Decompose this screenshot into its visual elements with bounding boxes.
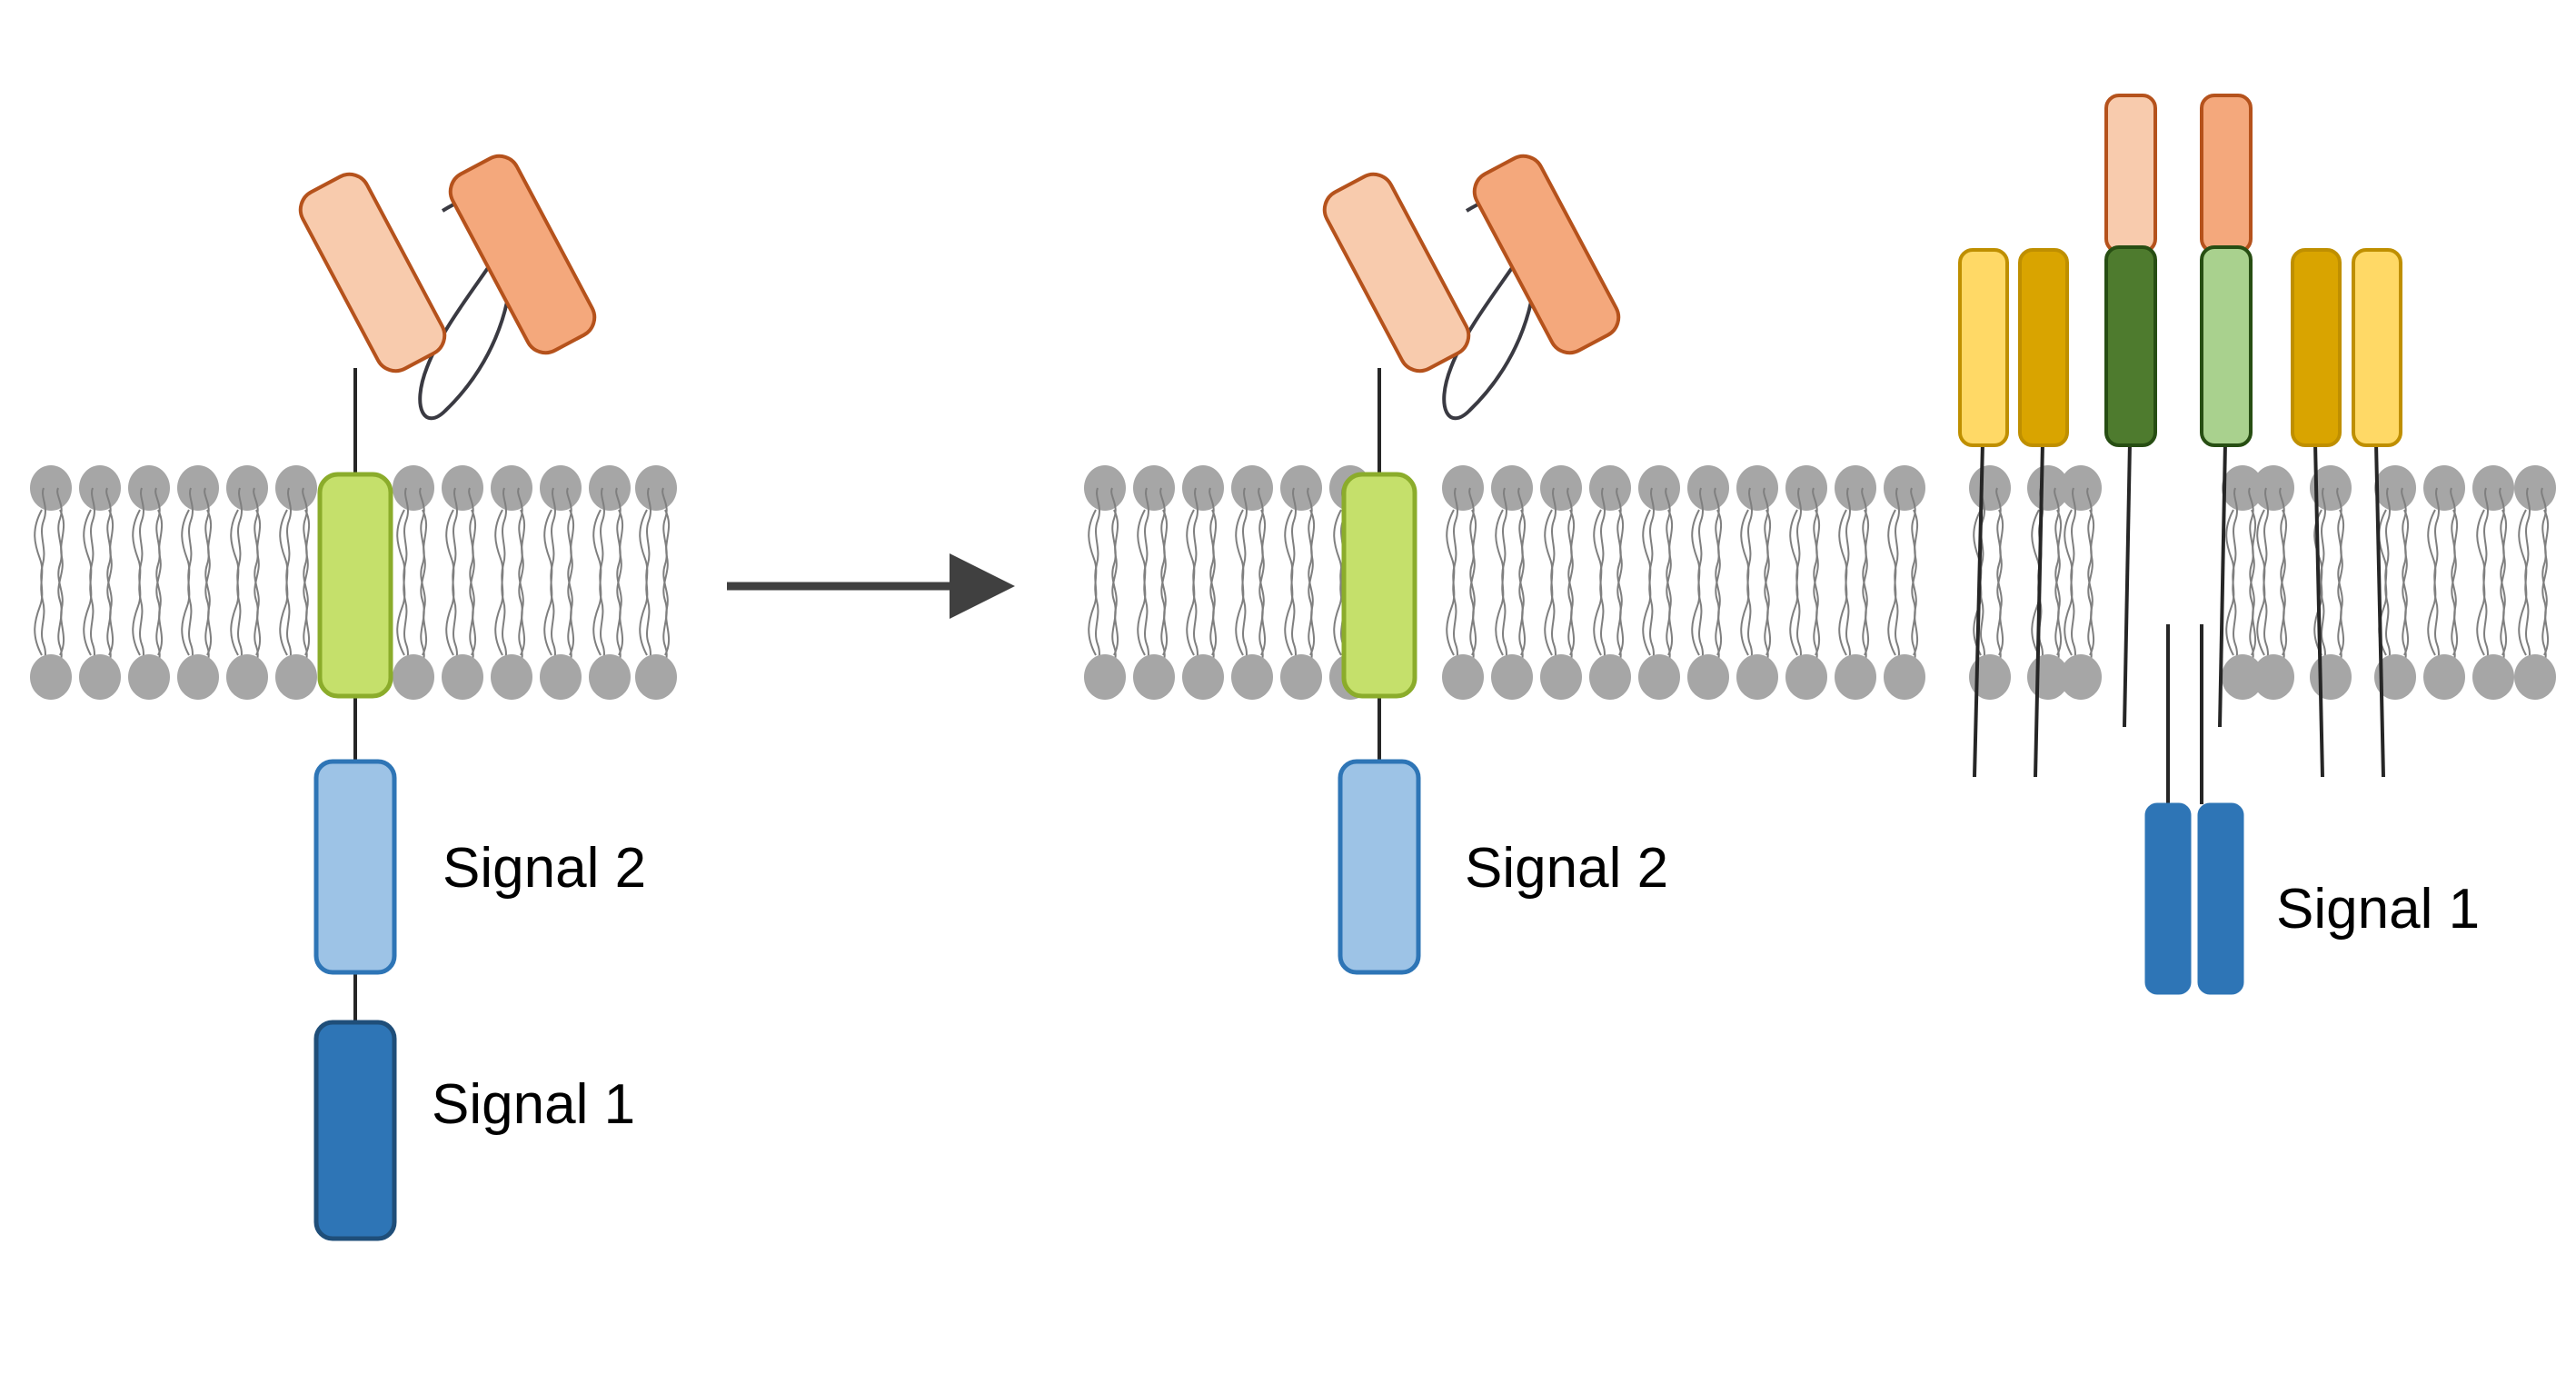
signal2-label-left: Signal 2 — [443, 837, 647, 900]
scfv-vh-domain-left — [298, 172, 447, 373]
car-costim-domain-left — [313, 759, 397, 975]
tcr-beta-transmembrane — [2200, 245, 2253, 447]
tcr-alpha-transmembrane — [2104, 245, 2157, 447]
cd3-gamma-ectodomain — [1958, 248, 2009, 447]
cd3-delta-stalk — [2313, 442, 2324, 778]
tcr-beta-ectodomain — [2200, 94, 2253, 254]
cd3-epsilon-right-stalk — [2374, 442, 2385, 778]
signal2-label-right: Signal 2 — [1465, 837, 1669, 900]
tcr-alpha-ectodomain — [2104, 94, 2157, 254]
signal1-label-left: Signal 1 — [432, 1073, 636, 1136]
tcr-alpha-stalk — [2123, 442, 2132, 728]
cd3-delta-ectodomain — [2291, 248, 2342, 447]
tcr-beta-stalk — [2218, 442, 2227, 728]
scfv-vl-domain-right — [1472, 154, 1621, 355]
cd3-zeta-right-itam — [2197, 802, 2244, 995]
right-panel-group — [1083, 94, 2557, 995]
cd3-epsilon-left-stalk — [2034, 442, 2044, 778]
car-costim-domain-right — [1338, 759, 1421, 975]
cd3-zeta-left-itam — [2144, 802, 2192, 995]
car-transmembrane-domain-left — [317, 472, 393, 699]
car-transmembrane-domain-right — [1341, 472, 1417, 699]
scfv-vl-domain-left — [448, 154, 597, 355]
left-panel-group — [29, 154, 678, 1241]
scfv-vh-domain-right — [1322, 172, 1471, 373]
signal1-label-right: Signal 1 — [2276, 878, 2481, 941]
cd3-epsilon-right-ectodomain — [2352, 248, 2402, 447]
car-cd3zeta-domain-left — [313, 1020, 397, 1241]
membrane-right-lower-leaflet — [1084, 488, 2556, 700]
membrane-right-upper-leaflet — [1083, 464, 2557, 678]
cd3-epsilon-left-ectodomain — [2018, 248, 2069, 447]
cd3-gamma-stalk — [1973, 442, 1984, 778]
